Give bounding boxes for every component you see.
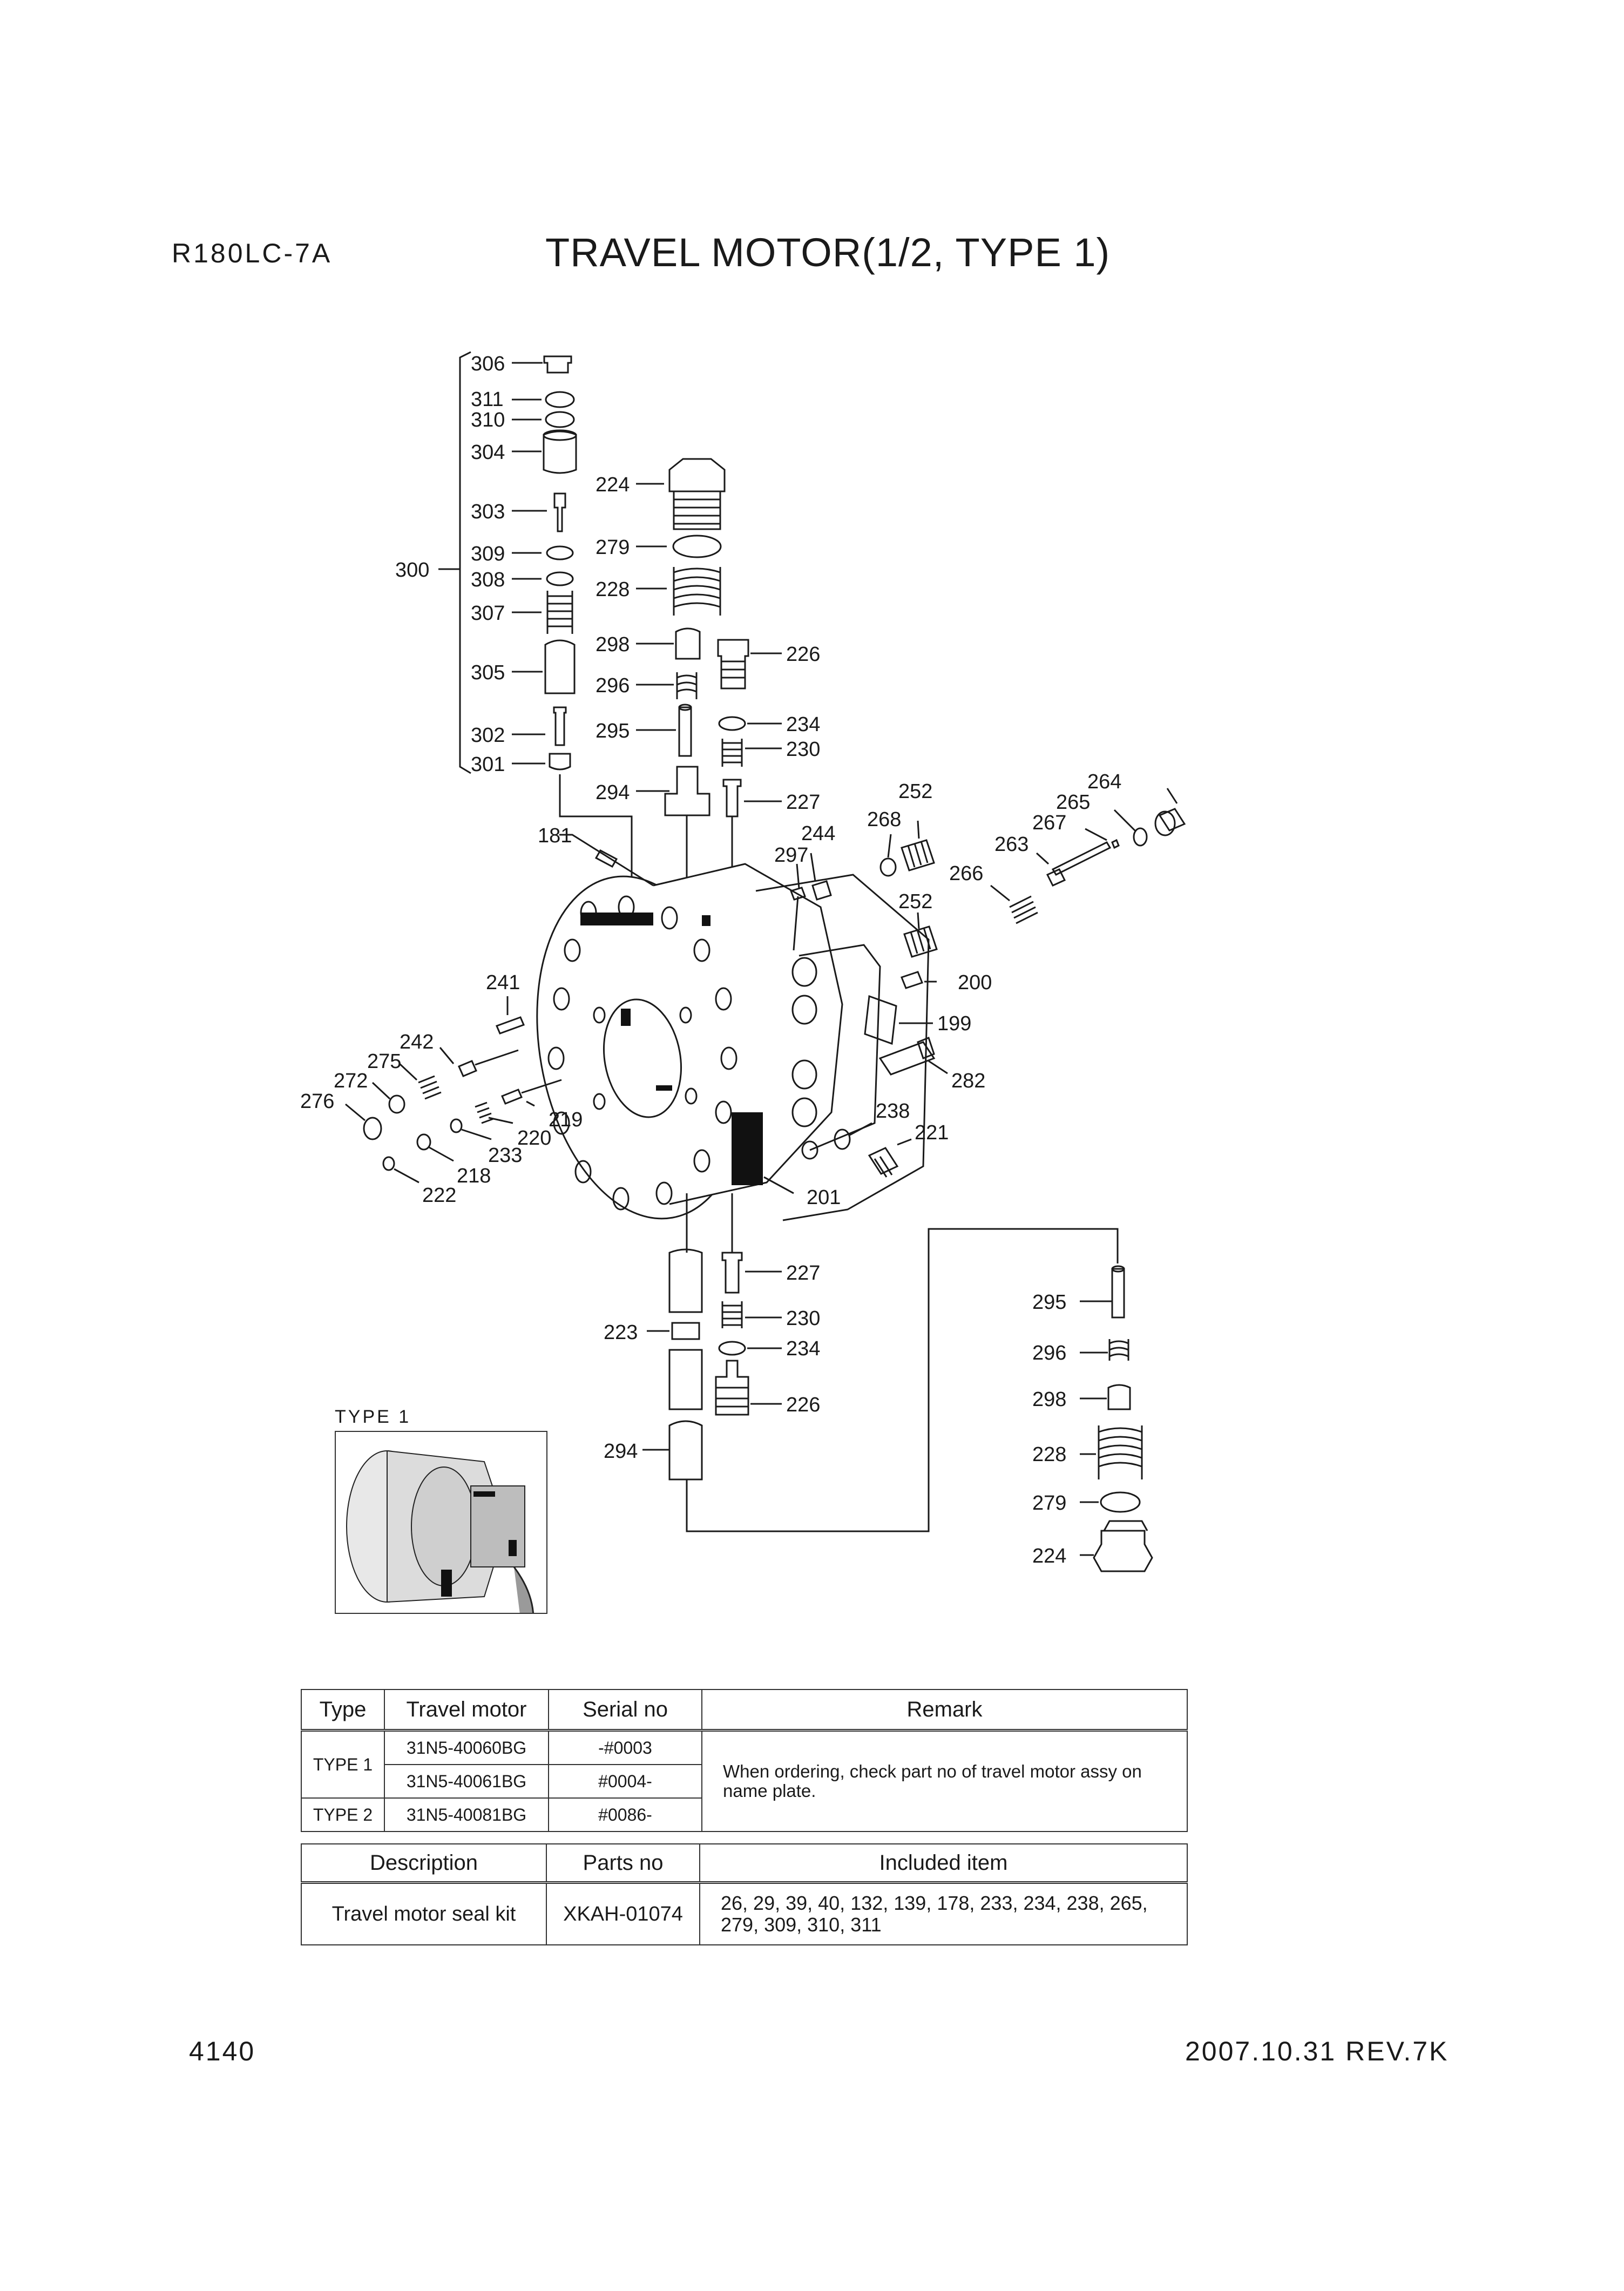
table-row: Travel motor seal kit XKAH-01074 26, 29,… <box>301 1882 1188 1945</box>
date-revision: 2007.10.31 REV.7K <box>1185 2036 1449 2066</box>
callout-279-upper: 279 <box>596 536 630 559</box>
callout-242: 242 <box>400 1031 434 1053</box>
callout-296-lower: 296 <box>1032 1342 1066 1364</box>
callout-279-lower: 279 <box>1032 1492 1066 1515</box>
inset-label: TYPE 1 <box>335 1407 411 1427</box>
callout-181: 181 <box>538 825 572 847</box>
callout-298-upper: 298 <box>596 633 630 656</box>
type-table-header-remark: Remark <box>701 1689 1188 1732</box>
callout-252-upper: 252 <box>898 780 932 803</box>
callout-222: 222 <box>422 1184 456 1207</box>
callout-294-lower: 294 <box>604 1440 638 1463</box>
callout-221: 221 <box>915 1121 949 1144</box>
callout-272: 272 <box>334 1070 368 1092</box>
motor-cell: 31N5-40061BG <box>384 1764 549 1799</box>
callout-304: 304 <box>471 441 505 464</box>
serial-cell: #0004- <box>548 1764 702 1799</box>
page-title: TRAVEL MOTOR(1/2, TYPE 1) <box>545 230 1111 275</box>
callout-224-upper: 224 <box>596 474 630 496</box>
callout-233: 233 <box>488 1144 522 1167</box>
callout-266: 266 <box>949 862 983 885</box>
type-table-header-serial: Serial no <box>548 1689 702 1732</box>
callout-307: 307 <box>471 602 505 625</box>
callout-297: 297 <box>774 844 808 867</box>
callout-201: 201 <box>807 1186 841 1209</box>
callout-268: 268 <box>867 808 901 831</box>
callout-309: 309 <box>471 543 505 565</box>
serial-cell: #0086- <box>548 1797 702 1832</box>
callout-300: 300 <box>395 559 429 582</box>
callout-294-upper: 294 <box>596 781 630 804</box>
callout-234-upper: 234 <box>786 713 820 736</box>
callout-265: 265 <box>1056 791 1090 814</box>
callout-230-upper: 230 <box>786 738 820 761</box>
callout-263: 263 <box>994 833 1028 856</box>
callout-305: 305 <box>471 661 505 684</box>
callout-306: 306 <box>471 353 505 375</box>
callout-295-lower: 295 <box>1032 1291 1066 1314</box>
motor-cell: 31N5-40060BG <box>384 1729 549 1765</box>
callout-228-upper: 228 <box>596 578 630 601</box>
callout-226-lower: 226 <box>786 1394 820 1416</box>
kit-description-cell: Travel motor seal kit <box>301 1882 547 1945</box>
callout-220: 220 <box>517 1127 551 1150</box>
callout-275: 275 <box>367 1050 401 1073</box>
callout-241: 241 <box>486 971 520 994</box>
callout-308: 308 <box>471 569 505 591</box>
type1-inset-photo <box>335 1431 547 1654</box>
callout-200: 200 <box>958 971 992 994</box>
table-row: 31N5-40061BG #0004- <box>301 1764 1187 1799</box>
table-row: TYPE 1 31N5-40060BG -#0003 When ordering… <box>301 1729 1188 1832</box>
type-cell: TYPE 2 <box>301 1797 385 1832</box>
serial-cell: -#0003 <box>548 1729 702 1765</box>
kit-included-cell: 26, 29, 39, 40, 132, 139, 178, 233, 234,… <box>699 1882 1188 1945</box>
callout-282: 282 <box>951 1070 985 1092</box>
table-row: TYPE 2 31N5-40081BG #0086- <box>301 1797 1187 1832</box>
callout-311: 311 <box>471 388 504 411</box>
callout-276: 276 <box>300 1090 334 1113</box>
callout-310: 310 <box>471 409 505 431</box>
type-table-header-motor: Travel motor <box>384 1689 549 1732</box>
callout-227-upper: 227 <box>786 791 820 814</box>
callout-223: 223 <box>604 1321 638 1344</box>
motor-photo-illustration <box>346 1450 534 1654</box>
callout-252-lower: 252 <box>898 890 932 913</box>
callout-296-upper: 296 <box>596 674 630 697</box>
kit-header-description: Description <box>301 1843 547 1884</box>
callout-303: 303 <box>471 501 505 523</box>
seal-kit-table: Description Parts no Included item Trave… <box>301 1843 1188 1945</box>
type-table-header-type: Type <box>301 1689 385 1732</box>
callout-295-upper: 295 <box>596 720 630 742</box>
callout-230-lower: 230 <box>786 1307 820 1330</box>
callout-224-lower: 224 <box>1032 1545 1066 1567</box>
kit-header-parts-no: Parts no <box>546 1843 700 1884</box>
model-code: R180LC-7A <box>172 238 333 268</box>
callout-238: 238 <box>876 1100 910 1123</box>
callout-267: 267 <box>1032 812 1066 834</box>
remark-cell: When ordering, check part no of travel m… <box>701 1729 1188 1832</box>
callout-244: 244 <box>801 822 835 845</box>
callout-302: 302 <box>471 724 505 747</box>
page-number: 4140 <box>189 2036 256 2066</box>
callout-218: 218 <box>457 1165 491 1187</box>
callout-226-upper: 226 <box>786 643 820 666</box>
callout-234-lower: 234 <box>786 1337 820 1360</box>
callout-264: 264 <box>1087 771 1121 793</box>
callout-227-lower: 227 <box>786 1262 820 1285</box>
callout-199: 199 <box>937 1012 971 1035</box>
callout-219: 219 <box>549 1109 583 1131</box>
type-table: Type Travel motor Serial no Remark TYPE … <box>301 1689 1188 1832</box>
callout-298-lower: 298 <box>1032 1388 1066 1411</box>
callout-228-lower: 228 <box>1032 1443 1066 1466</box>
kit-header-included: Included item <box>699 1843 1188 1884</box>
motor-cell: 31N5-40081BG <box>384 1797 549 1832</box>
type-cell: TYPE 1 <box>301 1729 385 1799</box>
kit-parts-no-cell: XKAH-01074 <box>546 1882 700 1945</box>
callout-301: 301 <box>471 753 505 776</box>
